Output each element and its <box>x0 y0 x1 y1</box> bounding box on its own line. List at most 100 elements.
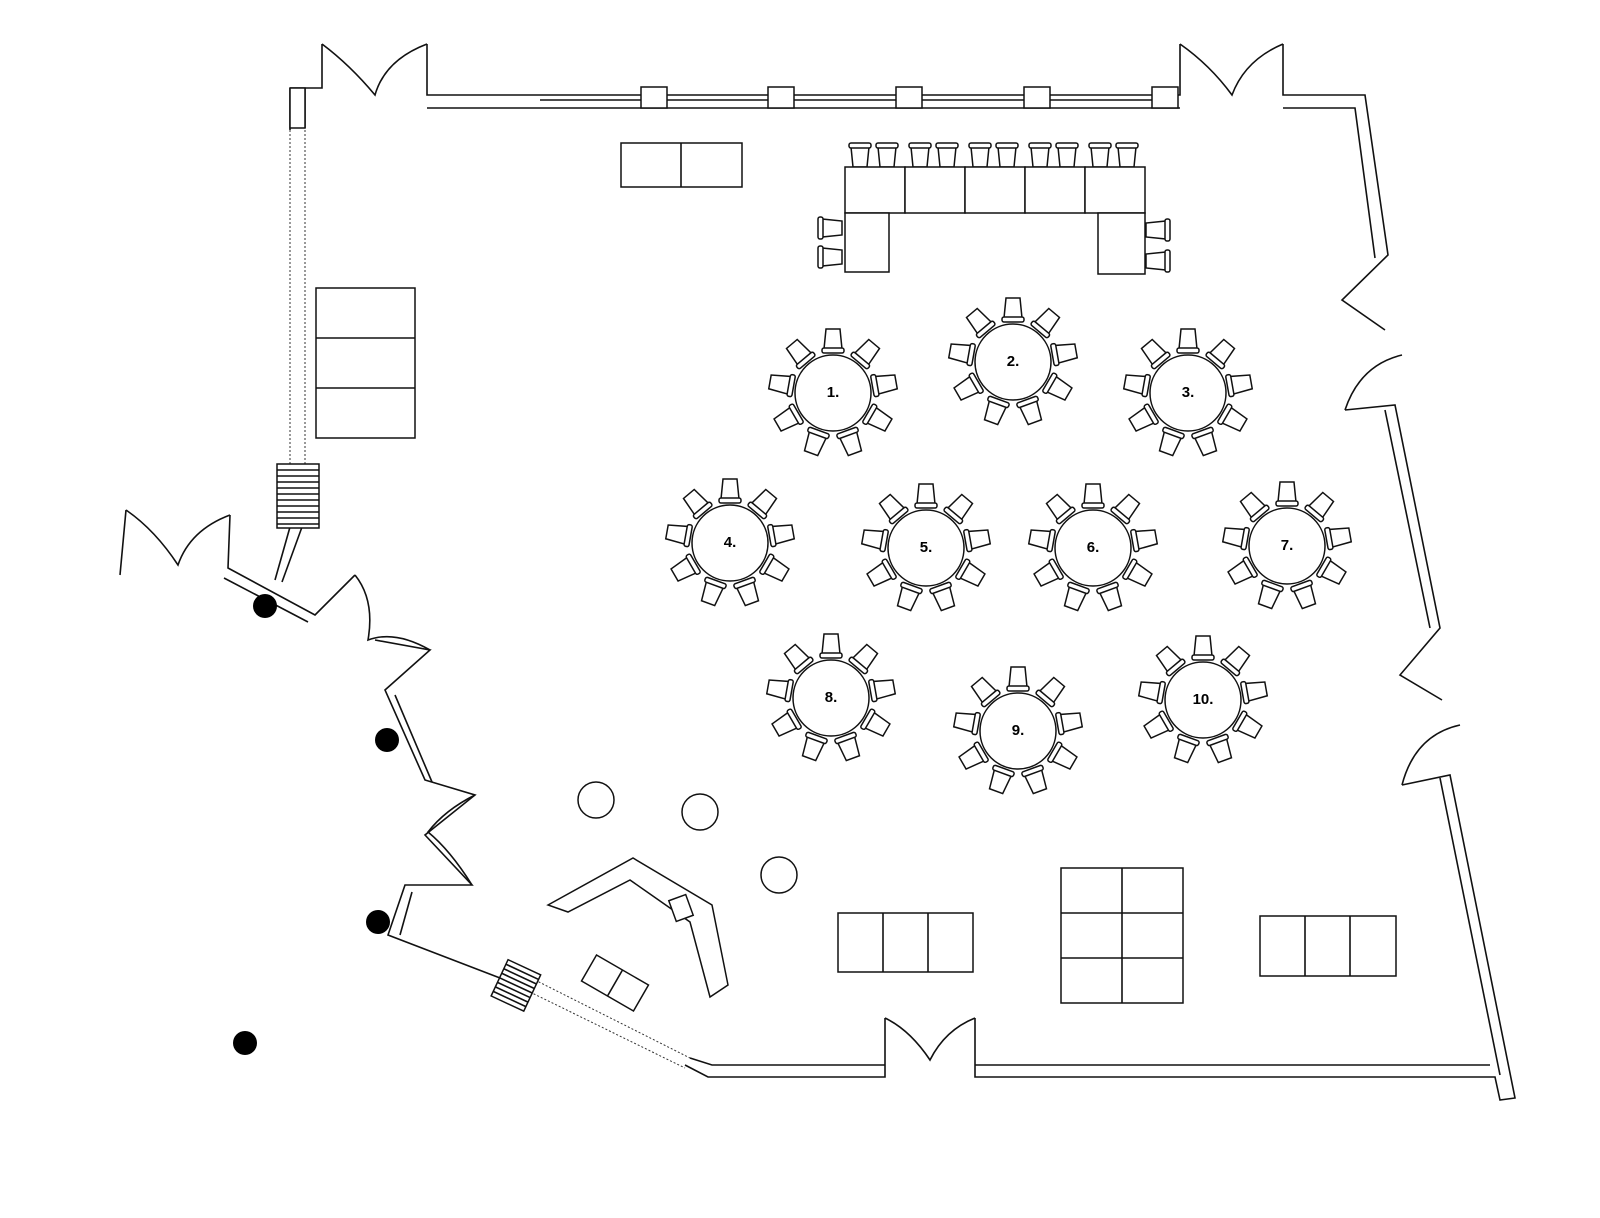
chair <box>1081 483 1105 509</box>
columns <box>233 594 399 1055</box>
table-number: 10. <box>1193 691 1214 708</box>
chair <box>943 493 974 525</box>
chair <box>1001 297 1025 323</box>
round-table-6: 6. <box>1027 483 1159 612</box>
chair <box>1176 328 1200 354</box>
chair <box>1006 666 1030 692</box>
chair <box>1063 581 1090 612</box>
chair <box>1110 493 1141 525</box>
chair <box>1225 373 1254 398</box>
stairs <box>276 463 542 1013</box>
chair <box>821 328 845 354</box>
chair <box>1088 142 1112 168</box>
round-table-7: 7. <box>1221 481 1353 610</box>
chair <box>965 307 996 339</box>
chair <box>850 338 881 370</box>
chair <box>1143 710 1174 740</box>
chair <box>1128 403 1159 433</box>
chair <box>803 426 830 457</box>
chair <box>914 483 938 509</box>
chair <box>682 488 713 520</box>
column <box>375 728 399 752</box>
chair <box>1035 676 1066 708</box>
chair <box>868 678 897 703</box>
chair <box>1027 528 1056 553</box>
chair <box>1206 733 1233 764</box>
chair <box>1145 218 1171 242</box>
chair <box>1191 426 1218 457</box>
column <box>366 910 390 934</box>
round-table-4: 4. <box>664 478 796 607</box>
chair <box>970 676 1001 708</box>
round-table-9: 9. <box>952 666 1084 795</box>
chair <box>1021 764 1048 795</box>
chair <box>1055 142 1079 168</box>
chair <box>953 372 984 402</box>
chair <box>875 142 899 168</box>
chair <box>664 523 693 548</box>
head-table-segment <box>964 166 1026 214</box>
chair <box>968 142 992 168</box>
chair <box>862 403 893 433</box>
chair <box>1033 558 1064 588</box>
chair <box>963 528 992 553</box>
chair <box>1290 579 1317 610</box>
chair <box>1140 338 1171 370</box>
head-table-leg <box>1097 212 1146 275</box>
column <box>253 594 277 618</box>
table-number: 3. <box>1182 384 1195 401</box>
chair <box>1028 142 1052 168</box>
head-table <box>817 142 1171 275</box>
chair <box>834 731 861 762</box>
head-table-segment <box>1084 166 1146 214</box>
bar <box>546 857 729 999</box>
chair <box>1239 491 1270 523</box>
chair <box>1055 711 1084 736</box>
chair <box>1257 579 1284 610</box>
chair <box>1227 556 1258 586</box>
chair <box>767 373 796 398</box>
chair <box>783 643 814 675</box>
chair <box>767 523 796 548</box>
chair <box>801 731 828 762</box>
chair <box>1137 680 1166 705</box>
chair <box>1122 373 1151 398</box>
table-number: 2. <box>1007 353 1020 370</box>
chair <box>955 558 986 588</box>
table-number: 1. <box>827 384 840 401</box>
head-table-segment <box>904 166 966 214</box>
chair <box>1275 481 1299 507</box>
chair <box>773 403 804 433</box>
chair <box>1050 342 1079 367</box>
chair <box>908 142 932 168</box>
chair <box>1220 645 1251 677</box>
chair <box>733 576 760 607</box>
chair <box>1232 710 1263 740</box>
chair <box>1217 403 1248 433</box>
rectangular-tables <box>315 142 1397 1013</box>
chair <box>1115 142 1139 168</box>
chair <box>1047 741 1078 771</box>
chair <box>836 426 863 457</box>
chair <box>1316 556 1347 586</box>
chair <box>860 528 889 553</box>
table-number: 6. <box>1087 539 1100 556</box>
round-table-8: 8. <box>765 633 897 762</box>
chair <box>700 576 727 607</box>
chair <box>952 711 981 736</box>
chair <box>896 581 923 612</box>
chair <box>870 373 899 398</box>
chair <box>1324 526 1353 551</box>
chair <box>1191 635 1215 661</box>
round-table-2: 2. <box>947 297 1079 426</box>
round-table-1: 1. <box>767 328 899 457</box>
chair <box>935 142 959 168</box>
chair <box>983 395 1010 426</box>
chair <box>995 142 1019 168</box>
chair <box>670 553 701 583</box>
chair <box>765 678 794 703</box>
column <box>233 1031 257 1055</box>
round-tables: 1. 2. 3. 4. 5. 6. 7. 8. 9. 10. <box>664 297 1353 795</box>
table-number: 5. <box>920 539 933 556</box>
